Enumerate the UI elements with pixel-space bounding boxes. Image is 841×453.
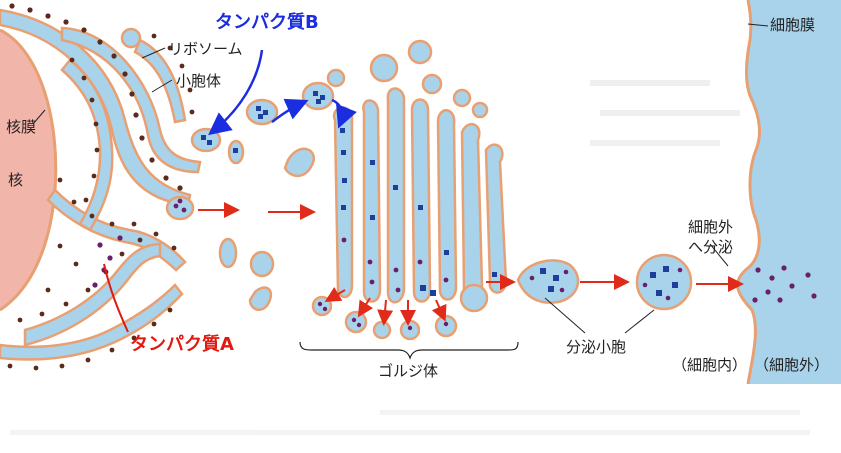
protein-a-in-vesicles xyxy=(173,198,187,213)
golgi-label: ゴルジ体 xyxy=(378,362,438,380)
inside-cell-label: （細胞内） xyxy=(672,356,747,374)
nucleus-region xyxy=(0,28,58,312)
protein-b-label: タンパク質B xyxy=(215,11,319,33)
secretory-vesicle-contents xyxy=(529,266,683,301)
endoplasmic-reticulum xyxy=(0,8,202,361)
outside-cell-label: （細胞外） xyxy=(754,356,829,374)
background-faint-text xyxy=(10,80,810,435)
secretory-vesicles xyxy=(516,253,693,311)
cell-membrane xyxy=(736,0,841,385)
golgi-apparatus xyxy=(326,39,508,304)
protein-b-arrows xyxy=(208,49,357,136)
ribosome-label: リボソーム xyxy=(168,40,243,58)
transport-vesicles xyxy=(120,27,335,312)
secretion-label-line2: へ分泌 xyxy=(688,238,733,256)
golgi-brace xyxy=(299,341,519,360)
protein-b-in-vesicles xyxy=(201,91,325,153)
secreted-proteins xyxy=(752,265,817,303)
vesicle-label: 小胞体 xyxy=(176,72,221,90)
leader-lines xyxy=(32,23,769,334)
golgi-vesicle-contents xyxy=(317,301,449,331)
secretion-label-line1: 細胞外 xyxy=(688,218,733,236)
protein-a-label: タンパク質A xyxy=(130,333,234,355)
secretory-vesicle-label: 分泌小胞 xyxy=(566,338,626,356)
protein-a-pointer xyxy=(103,263,129,333)
ribosome-dots xyxy=(7,3,195,371)
nuclear-membrane-label: 核膜 xyxy=(6,118,36,136)
transport-arrows-red xyxy=(198,202,744,326)
cell-membrane-label: 細胞膜 xyxy=(770,16,815,34)
nucleus-label: 核 xyxy=(8,171,23,189)
